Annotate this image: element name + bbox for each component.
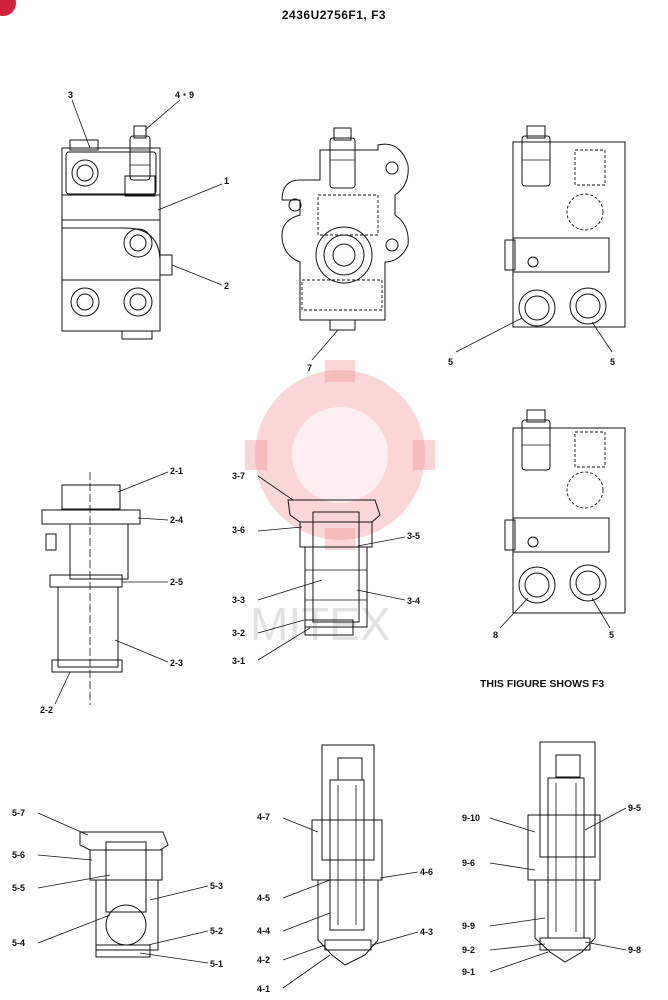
callout-2-2: 2-2: [40, 705, 53, 715]
callout-3-4: 3-4: [407, 596, 420, 606]
callout-8: 8: [493, 630, 498, 640]
callout-5-3: 5-3: [210, 881, 223, 891]
callout-9-2: 9-2: [462, 945, 475, 955]
callout-9-8: 9-8: [628, 945, 641, 955]
callout-5-right: 5: [610, 357, 615, 367]
callout-5-5: 5-5: [12, 883, 25, 893]
watermark-gear-icon: [245, 360, 435, 550]
callout-9-6: 9-6: [462, 858, 475, 868]
callout-4-3: 4-3: [420, 927, 433, 937]
callout-4-1: 4-1: [257, 984, 270, 994]
callout-5-f3: 5: [609, 630, 614, 640]
callout-2-3: 2-3: [170, 658, 183, 668]
callout-4-4: 4-4: [257, 926, 270, 936]
callout-2: 2: [224, 281, 229, 291]
corner-badge: [0, 0, 16, 16]
callout-5-left: 5: [448, 357, 453, 367]
leader-lines-view1: [71, 99, 223, 286]
valve-front-view: [281, 127, 409, 331]
callout-9-5: 9-5: [628, 803, 641, 813]
leader-lines-part3: [257, 475, 406, 661]
leader-lines-part2: [54, 471, 169, 705]
callout-4-2: 4-2: [257, 955, 270, 965]
callout-5-1: 5-1: [210, 959, 223, 969]
callout-5-7: 5-7: [12, 808, 25, 818]
callout-3-5: 3-5: [407, 531, 420, 541]
relief-valve-3: [287, 499, 381, 636]
callout-3-7: 3-7: [232, 471, 245, 481]
callout-2-4: 2-4: [170, 515, 183, 525]
callout-9-1: 9-1: [462, 967, 475, 977]
figure-caption: THIS FIGURE SHOWS F3: [480, 678, 604, 690]
valve-rear-view-f3: [504, 409, 626, 614]
leader-lines-view4: [499, 597, 611, 629]
callout-7: 7: [307, 363, 312, 373]
callout-9-9: 9-9: [462, 921, 475, 931]
callout-2-5: 2-5: [170, 577, 183, 587]
callout-1: 1: [224, 176, 229, 186]
leader-7: [311, 329, 339, 361]
callout-4-5: 4-5: [257, 893, 270, 903]
callout-4-7: 4-7: [257, 812, 270, 822]
callout-3-1: 3-1: [232, 656, 245, 666]
drawing-number: 2436U2756F1, F3: [281, 8, 387, 22]
cartridge-valve-4: [311, 744, 383, 966]
check-valve-5: [79, 831, 169, 958]
callout-4-6: 4-6: [420, 867, 433, 877]
callout-5-6: 5-6: [12, 850, 25, 860]
cartridge-valve-9: [527, 741, 601, 963]
leader-lines-part9: [489, 807, 627, 973]
valve-side-view: [61, 125, 173, 340]
leader-lines-part4: [282, 817, 419, 989]
callout-5-2: 5-2: [210, 926, 223, 936]
plunger-assembly-2: [41, 472, 141, 705]
callout-3-3: 3-3: [232, 595, 245, 605]
leader-lines-view3: [455, 317, 613, 353]
callout-3-2: 3-2: [232, 628, 245, 638]
callout-3: 3: [68, 90, 73, 100]
valve-rear-view: [504, 125, 626, 328]
callout-3-6: 3-6: [232, 525, 245, 535]
callout-2-1: 2-1: [170, 466, 183, 476]
watermark-text: MITEX: [250, 598, 391, 650]
callout-4-9: 4・9: [175, 90, 194, 100]
callout-5-4: 5-4: [12, 938, 25, 948]
callout-9-10: 9-10: [462, 813, 480, 823]
leader-lines-part5: [37, 812, 209, 964]
